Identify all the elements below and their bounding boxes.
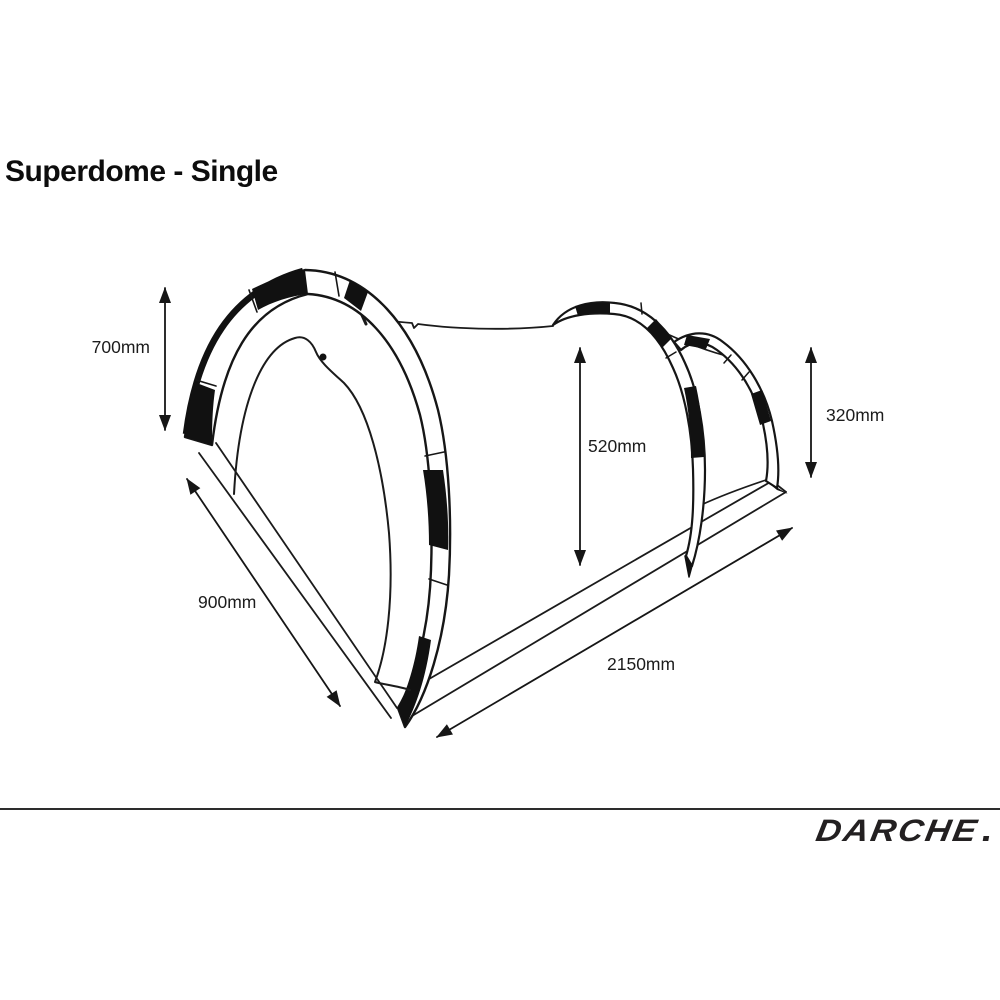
middle-hoop-black-segment <box>684 386 704 458</box>
rear-floor-line <box>700 479 767 506</box>
floor-right-edge-outer <box>409 480 773 691</box>
floor-left-edge-inner <box>198 452 392 719</box>
front-hoop-black-segment <box>185 382 215 445</box>
front-hoop-black-segment <box>252 270 308 310</box>
page-title: Superdome - Single <box>5 155 278 188</box>
rear-hoop-joint-tick <box>723 354 732 364</box>
footer-divider <box>0 808 1000 810</box>
middle-hoop-black-segment <box>575 302 610 316</box>
dimension-front-height: 700mm <box>92 287 171 431</box>
brand-logo-text: DARCHE <box>813 813 982 848</box>
dimension-arrow-2150 <box>436 527 793 738</box>
dimension-floor-length: 2150mm <box>436 527 793 738</box>
rear-hoop-joint-tick <box>741 371 750 381</box>
dimension-rear-height: 320mm <box>805 347 884 478</box>
dimension-label-900: 900mm <box>198 592 256 612</box>
door-toggle-dot <box>319 353 327 361</box>
front-face <box>233 336 411 691</box>
rear-hoop-black-segment <box>684 335 710 349</box>
rear-hoop-black-segment <box>751 390 771 425</box>
middle-hoop-joint-tick <box>665 351 677 359</box>
front-hoop-joint-tick <box>195 379 217 387</box>
dimension-arrow-900 <box>186 478 341 707</box>
front-hoop-joint-tick <box>334 271 340 297</box>
front-hoop-joint-tick <box>248 289 258 313</box>
dimension-floor-width: 900mm <box>186 478 341 707</box>
door-outline <box>233 336 411 691</box>
floor-left-edge-outer <box>215 442 398 709</box>
brand-logo: DARCHE <box>814 813 994 849</box>
dimension-middle-height: 520mm <box>574 347 646 566</box>
front-hoop <box>182 267 452 729</box>
front-hoop-black-segment <box>344 280 368 311</box>
front-hoop-joint-tick <box>424 451 445 457</box>
rear-hoop <box>672 332 788 494</box>
dimension-label-2150: 2150mm <box>607 654 675 674</box>
floor-right-edge-inner <box>411 491 787 717</box>
front-hoop-black-segment <box>423 470 449 550</box>
middle-hoop-black-segment <box>647 319 672 348</box>
dimension-label-520: 520mm <box>588 436 646 456</box>
dimension-label-320: 320mm <box>826 405 884 425</box>
dimension-label-700: 700mm <box>92 337 150 357</box>
front-hoop-band <box>183 268 452 729</box>
rear-hoop-foot <box>766 481 788 494</box>
middle-hoop-joint-tick <box>640 302 643 315</box>
front-hoop-black-segment <box>398 636 431 727</box>
